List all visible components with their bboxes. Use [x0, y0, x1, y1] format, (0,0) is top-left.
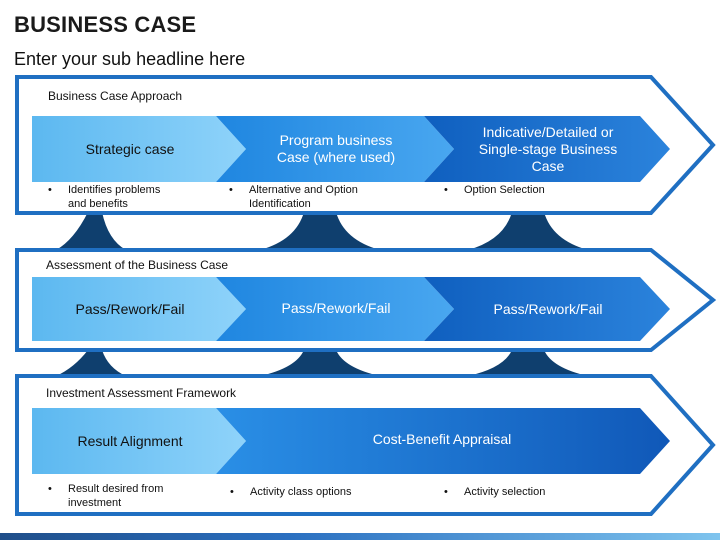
step-2-1-shape: [32, 277, 246, 341]
page-subtitle: Enter your sub headline here: [14, 49, 246, 69]
section-2-title: Assessment of the Business Case: [46, 258, 229, 272]
bullet-1-2: •Alternative and Option Identification: [229, 184, 358, 210]
connectors: [56, 212, 588, 376]
step-2-3-label: Pass/Rework/Fail: [493, 300, 603, 317]
section-3-title: Investment Assessment Framework: [46, 386, 237, 400]
connector-2-mid: [260, 350, 380, 376]
step-1-1-shape: [32, 116, 246, 182]
connector-1-right: [468, 212, 588, 250]
step-2-2-shape: [216, 277, 454, 341]
step-2-2-label: Pass/Rework/Fail: [281, 299, 391, 316]
connector-1-left: [56, 212, 126, 250]
bullet-3-1: •Result desired from investment: [48, 483, 164, 509]
bullet-3-2: •Activity class options: [230, 486, 352, 498]
connector-1-mid: [260, 212, 380, 250]
step-2-1-label: Pass/Rework/Fail: [75, 300, 185, 317]
bullet-1-1: •Identifies problems and benefits: [48, 184, 161, 210]
step-1-3-label: Indicative/Detailed or Single-stage Busi…: [478, 123, 618, 174]
step-3-1-shape: [32, 408, 246, 474]
step-1-3-shape: [424, 116, 670, 182]
step-3-2-label: Cost-Benefit Appraisal: [372, 430, 512, 447]
step-3-2-shape: [216, 408, 670, 474]
section-1-title: Business Case Approach: [48, 89, 183, 103]
page-title: BUSINESS CASE: [14, 12, 197, 37]
step-1-1-label: Strategic case: [85, 140, 175, 157]
connector-2-left: [56, 350, 126, 376]
footer-accent-bar: [0, 533, 720, 540]
connector-2-right: [468, 350, 588, 376]
step-2-3-shape: [424, 277, 670, 341]
bullet-3-3: •Activity selection: [444, 486, 546, 498]
step-3-1-label: Result Alignment: [77, 432, 183, 449]
step-1-2-shape: [216, 116, 454, 182]
bullet-1-3: •Option Selection: [444, 184, 545, 196]
step-1-2-label: Program business Case (where used): [276, 132, 396, 165]
